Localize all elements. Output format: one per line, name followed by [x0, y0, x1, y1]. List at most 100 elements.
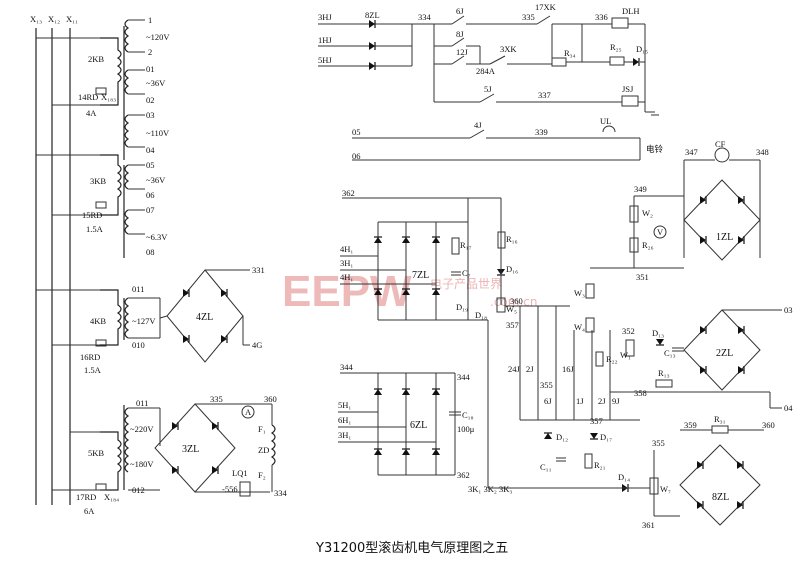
top-in-1hj: 1HJ	[318, 35, 332, 45]
t2-tap-01: 01	[146, 64, 155, 74]
top-284a: 284A	[476, 66, 496, 76]
bus-label-x13: X₁₃	[30, 14, 42, 24]
transformer-2kb: 2KB 14RD X₁₈₃ 4A 1 ~120V 2 01 ~36V 02 03…	[36, 15, 170, 160]
top-in-5hj: 5HJ	[318, 55, 332, 65]
bridge-3zl: 8ZL	[712, 492, 729, 503]
bus-label-x11: X₁₁	[66, 14, 78, 24]
t2-tap-36v: ~36V	[146, 78, 166, 88]
mid-w5: W₅	[506, 304, 517, 314]
mid-344: 344	[340, 362, 354, 372]
mid-4h1: 4H₁	[340, 244, 353, 254]
transformer-5kb: 5KB 17RD X₁₈₄ 6A 011 ~220V ~180V 012 3ZL…	[52, 394, 288, 516]
label-334: 334	[274, 488, 288, 498]
relay-1j: 1J	[576, 396, 584, 406]
top-12j: 12J	[456, 47, 469, 57]
t3-tap-05: 05	[146, 160, 155, 170]
t4-tap-127v: ~127V	[132, 316, 156, 326]
top-in-3hj: 3HJ	[318, 12, 332, 22]
t5-tap-011: 011	[136, 398, 148, 408]
top-336: 336	[595, 12, 608, 22]
t2-fuse-note: X₁₈₃	[101, 92, 116, 102]
bell-4j: 4J	[474, 120, 482, 130]
mid-357: 357	[506, 320, 519, 330]
t5-fuse: 17RD	[76, 492, 96, 502]
mid-d12: D₁₂	[556, 432, 568, 442]
mid-362b: 362	[457, 470, 470, 480]
right-r26: R₂₆	[642, 240, 654, 250]
right-r22: R₂₂	[606, 354, 618, 364]
t2-tap-02: 02	[146, 95, 155, 105]
mid-d14: D₁₄	[618, 472, 630, 482]
t5-tap-180v: ~180V	[130, 459, 154, 469]
mid-d19: D₁₉	[456, 302, 468, 312]
ammeter-icon: A	[245, 407, 252, 417]
top-5j: 5J	[484, 84, 492, 94]
t2-tap-120v: ~120V	[146, 32, 170, 42]
t4-tap-010: 010	[132, 340, 145, 350]
top-dlh: DLH	[622, 6, 639, 16]
bell-05: 05	[352, 127, 361, 137]
watermark-sub: 电子产品世界	[430, 277, 502, 291]
label-f1: F₁	[258, 424, 266, 434]
right-04: 04	[784, 403, 793, 413]
bridge-5zl: 3ZL	[182, 444, 199, 455]
t5-name: 5KB	[88, 448, 104, 458]
mid-3h1b: 3H₁	[338, 430, 351, 440]
top-jsj: JSJ	[622, 84, 634, 94]
t2-tap-03: 03	[146, 110, 155, 120]
top-334: 334	[418, 12, 432, 22]
relay-9j: 9J	[612, 396, 620, 406]
mid-3k: 3K₁ 3K₂ 3K₃	[468, 484, 512, 494]
relay-24j: 24J	[508, 364, 521, 374]
watermark-logo: EEPW	[282, 267, 412, 316]
t2-tap-1: 1	[148, 15, 152, 25]
right-w4: W₄	[574, 322, 585, 332]
mid-d16: D₁₆	[506, 264, 518, 274]
top-8j: 8J	[456, 29, 464, 39]
right-349: 349	[634, 184, 647, 194]
right-w2: W₂	[642, 208, 653, 218]
label-331: 331	[252, 265, 265, 275]
bridge-4zl: 4ZL	[196, 312, 213, 323]
bell-ul: UL	[600, 116, 611, 126]
mid-r21: R₂₁	[594, 460, 606, 470]
top-r34: R₃₄	[564, 48, 576, 58]
bell-circuit: 05 06 4J 339 UL 电铃	[352, 116, 664, 161]
mid-c18: C₁₈	[462, 410, 474, 420]
figure-caption: Y31200型滚齿机电气原理图之五	[315, 540, 508, 556]
label-zd: ZD	[258, 445, 269, 455]
t4-tap-011: 011	[132, 284, 144, 294]
bell-06: 06	[352, 151, 361, 161]
mid-344b: 344	[457, 372, 471, 382]
mid-360: 360	[510, 296, 523, 306]
mid-d17: D₁₇	[600, 432, 612, 442]
bridge-1zl: 1ZL	[716, 232, 733, 243]
t2-tap-110v: ~110V	[146, 128, 170, 138]
right-w1: W₁	[620, 350, 631, 360]
t4-current: 1.5A	[84, 365, 102, 375]
t2-tap-2: 2	[148, 47, 152, 57]
mid-362: 362	[342, 188, 355, 198]
right-cf: CF	[715, 139, 726, 149]
top-337: 337	[538, 90, 551, 100]
label-f2: F₂	[258, 470, 266, 480]
right-voltmeter: V	[657, 227, 664, 237]
right-355: 355	[652, 438, 665, 448]
bridge-6zl: 6ZL	[410, 420, 427, 431]
t2-current: 4A	[86, 108, 97, 118]
t3-tap-08: 08	[146, 247, 155, 257]
t3-tap-63v: ~6.3V	[146, 232, 168, 242]
t4-name: 4KB	[90, 316, 106, 326]
mid-4h1b: 4H₁	[340, 272, 353, 282]
right-c13: C₁₃	[664, 348, 676, 358]
mid-d18: D₁₈	[475, 310, 487, 320]
t3-tap-07: 07	[146, 205, 155, 215]
top-8zl: 8ZL	[365, 10, 380, 20]
t2-tap-04: 04	[146, 145, 155, 155]
right-359: 359	[684, 420, 697, 430]
t3-fuse: 15RD	[82, 210, 102, 220]
mid-6h1: 6H₁	[338, 415, 351, 425]
t3-tap-36v: ~36V	[146, 175, 166, 185]
t5-tap-220v: ~220V	[130, 424, 154, 434]
